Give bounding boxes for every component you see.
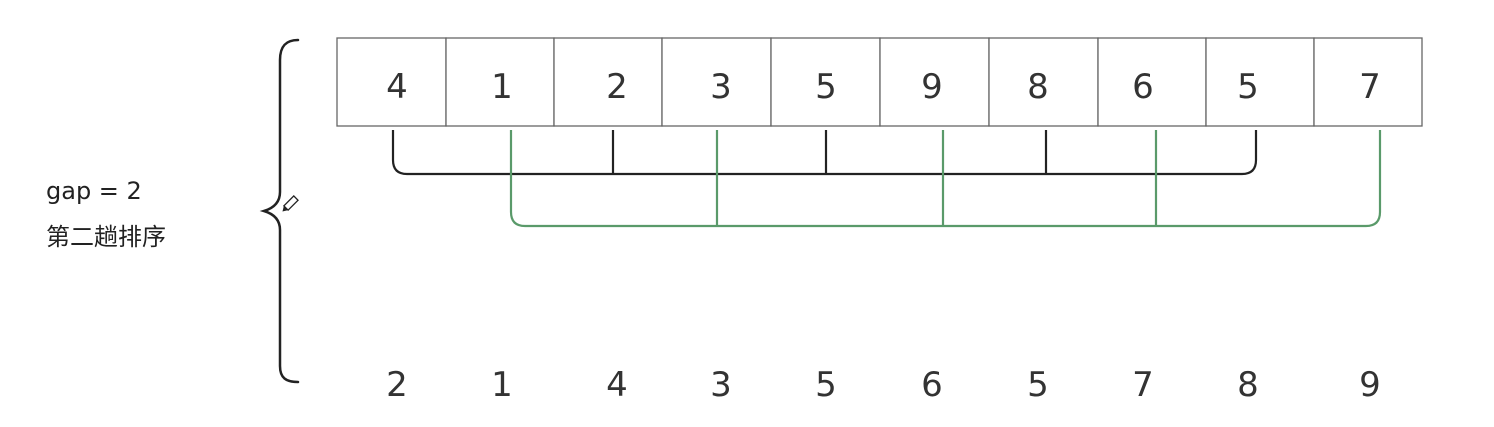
array-cell: 1 bbox=[445, 37, 555, 127]
pencil-icon bbox=[282, 195, 299, 212]
bracket-line bbox=[391, 130, 1258, 176]
result-value: 4 bbox=[606, 365, 628, 405]
cell-value: 5 bbox=[815, 67, 837, 107]
array-cell: 2 bbox=[553, 37, 663, 127]
array-cell: 5 bbox=[770, 37, 881, 127]
result-value: 2 bbox=[386, 365, 408, 405]
group-bracket-odd bbox=[509, 130, 1382, 228]
cell-value: 7 bbox=[1359, 67, 1381, 107]
cell-value: 2 bbox=[606, 67, 628, 107]
result-row: 2 1 4 3 5 6 5 7 8 9 bbox=[386, 365, 1381, 405]
pass-label: 第二趟排序 bbox=[46, 223, 166, 251]
result-value: 7 bbox=[1132, 365, 1154, 405]
array-cell: 5 bbox=[1205, 37, 1315, 127]
array-cell: 6 bbox=[1097, 37, 1207, 127]
array-cells: 4 1 2 3 5 9 8 6 5 7 bbox=[336, 37, 1423, 127]
result-value: 5 bbox=[1027, 365, 1049, 405]
cell-value: 5 bbox=[1237, 67, 1259, 107]
bracket-line bbox=[509, 130, 1382, 228]
cell-value: 4 bbox=[386, 67, 408, 107]
result-value: 1 bbox=[491, 365, 513, 405]
group-brackets bbox=[391, 130, 1382, 228]
array-cell: 9 bbox=[879, 37, 990, 127]
array-cell: 7 bbox=[1313, 37, 1423, 127]
result-value: 8 bbox=[1237, 365, 1259, 405]
result-value: 9 bbox=[1359, 365, 1381, 405]
cell-value: 3 bbox=[710, 67, 732, 107]
result-value: 3 bbox=[710, 365, 732, 405]
cell-value: 9 bbox=[921, 67, 943, 107]
group-bracket-even bbox=[391, 130, 1258, 176]
curly-brace-icon bbox=[259, 38, 300, 384]
array-cell: 4 bbox=[336, 37, 447, 127]
cell-value: 8 bbox=[1027, 67, 1049, 107]
cell-value: 1 bbox=[491, 67, 513, 107]
array-cell: 8 bbox=[988, 37, 1099, 127]
cell-value: 6 bbox=[1132, 67, 1154, 107]
result-value: 5 bbox=[815, 365, 837, 405]
gap-label: gap = 2 bbox=[46, 177, 142, 205]
result-value: 6 bbox=[921, 365, 943, 405]
array-cell: 3 bbox=[661, 37, 772, 127]
